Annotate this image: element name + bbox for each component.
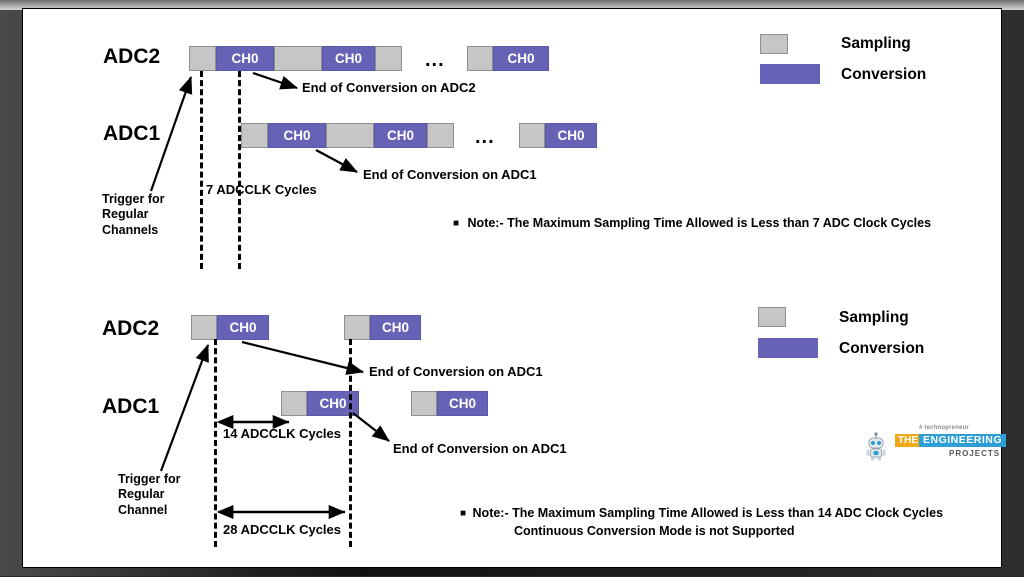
top-trigger-line2: Regular	[102, 207, 149, 222]
bottom-trigger-line3: Channel	[118, 502, 168, 517]
conversion-segment: CH0	[374, 123, 427, 148]
legend-bottom-sampling-swatch	[758, 307, 786, 327]
sampling-segment	[241, 123, 268, 148]
sampling-segment	[375, 46, 402, 71]
top-adc1-waveform: CH0 CH0	[241, 123, 454, 148]
bottom-adc2-waveform-1: CH0	[191, 315, 269, 340]
legend-top-sampling-swatch	[760, 34, 788, 54]
top-dashed-line-2	[238, 71, 241, 269]
bottom-adc2-waveform-2: CH0	[344, 315, 421, 340]
sampling-segment	[189, 46, 216, 71]
conversion-segment: CH0	[545, 123, 597, 148]
bottom-trigger-label: Trigger for Regular Channel	[118, 472, 181, 518]
bottom-adc1-waveform-1: CH0	[281, 391, 359, 416]
site-logo: # technopreneur THE ENGINEERING PROJECTS	[859, 425, 1007, 461]
sampling-segment	[191, 315, 217, 340]
sampling-segment	[467, 46, 493, 71]
top-note-text: Note:- The Maximum Sampling Time Allowed…	[467, 216, 932, 230]
bottom-cycles-28-label: 28 ADCCLK Cycles	[223, 522, 342, 537]
top-trigger-line1: Trigger for	[102, 192, 165, 206]
sampling-segment	[326, 123, 374, 148]
sampling-segment	[411, 391, 437, 416]
top-dashed-line-1	[200, 71, 203, 269]
legend-top-conversion-swatch	[760, 64, 820, 84]
top-cycles-label: 7 ADCCLK Cycles	[206, 182, 317, 197]
conversion-segment: CH0	[322, 46, 375, 71]
robot-mascot-icon	[866, 432, 886, 461]
top-adc1-waveform-tail: CH0	[519, 123, 597, 148]
legend-bottom-conversion-swatch	[758, 338, 818, 358]
legend-bottom-conversion-label: Conversion	[839, 340, 925, 357]
top-trigger-label: Trigger for Regular Channels	[102, 192, 165, 238]
top-note: ■ Note:- The Maximum Sampling Time Allow…	[453, 216, 931, 230]
conversion-segment: CH0	[268, 123, 326, 148]
slide-page: ADC2 CH0 CH0 ... CH0 ADC1 CH0 CH0 ... CH…	[22, 8, 1007, 568]
logo-word-engineering: ENGINEERING	[919, 434, 1007, 447]
top-eoc-adc2-label: End of Conversion on ADC2	[302, 80, 476, 95]
bottom-dashed-line-2	[349, 339, 352, 547]
top-adc1-row-label: ADC1	[103, 122, 161, 145]
conversion-segment: CH0	[437, 391, 488, 416]
logo-word-projects: PROJECTS	[949, 449, 1001, 458]
sampling-segment	[274, 46, 322, 71]
bottom-adc2-row-label: ADC2	[102, 317, 160, 340]
sampling-segment	[281, 391, 307, 416]
legend-bottom-sampling-label: Sampling	[839, 309, 909, 326]
bottom-eoc-upper-label: End of Conversion on ADC1	[369, 364, 543, 379]
bottom-note-text-1: Note:- The Maximum Sampling Time Allowed…	[472, 506, 944, 520]
top-adc2-ellipsis: ...	[425, 49, 445, 71]
legend-top-sampling-label: Sampling	[841, 35, 911, 52]
logo-word-the: THE	[895, 434, 921, 447]
sampling-segment	[519, 123, 545, 148]
note-bullet-icon: ■	[453, 218, 460, 229]
bottom-note-line2: Continuous Conversion Mode is not Suppor…	[514, 524, 795, 538]
bottom-dashed-line-1	[214, 339, 217, 547]
conversion-segment: CH0	[493, 46, 549, 71]
bottom-cycles-14-label: 14 ADCCLK Cycles	[223, 426, 342, 441]
bottom-note-line1: ■ Note:- The Maximum Sampling Time Allow…	[460, 506, 943, 520]
top-adc1-ellipsis: ...	[475, 126, 495, 148]
sampling-segment	[344, 315, 370, 340]
top-adc2-row-label: ADC2	[103, 45, 161, 68]
sampling-segment	[427, 123, 454, 148]
bottom-trigger-line1: Trigger for	[118, 472, 181, 486]
top-eoc-adc1-label: End of Conversion on ADC1	[363, 167, 537, 182]
top-trigger-line3: Channels	[102, 222, 159, 237]
top-adc2-waveform-tail: CH0	[467, 46, 549, 71]
note-bullet-icon: ■	[460, 508, 467, 519]
conversion-segment: CH0	[370, 315, 421, 340]
bottom-trigger-line2: Regular	[118, 487, 165, 502]
top-adc2-waveform: CH0 CH0	[189, 46, 402, 71]
bottom-eoc-lower-label: End of Conversion on ADC1	[393, 441, 567, 456]
logo-tagline: # technopreneur	[919, 425, 970, 431]
conversion-segment: CH0	[217, 315, 269, 340]
conversion-segment: CH0	[216, 46, 274, 71]
bottom-adc1-waveform-2: CH0	[411, 391, 488, 416]
bottom-adc1-row-label: ADC1	[102, 395, 160, 418]
legend-top-conversion-label: Conversion	[841, 66, 927, 83]
